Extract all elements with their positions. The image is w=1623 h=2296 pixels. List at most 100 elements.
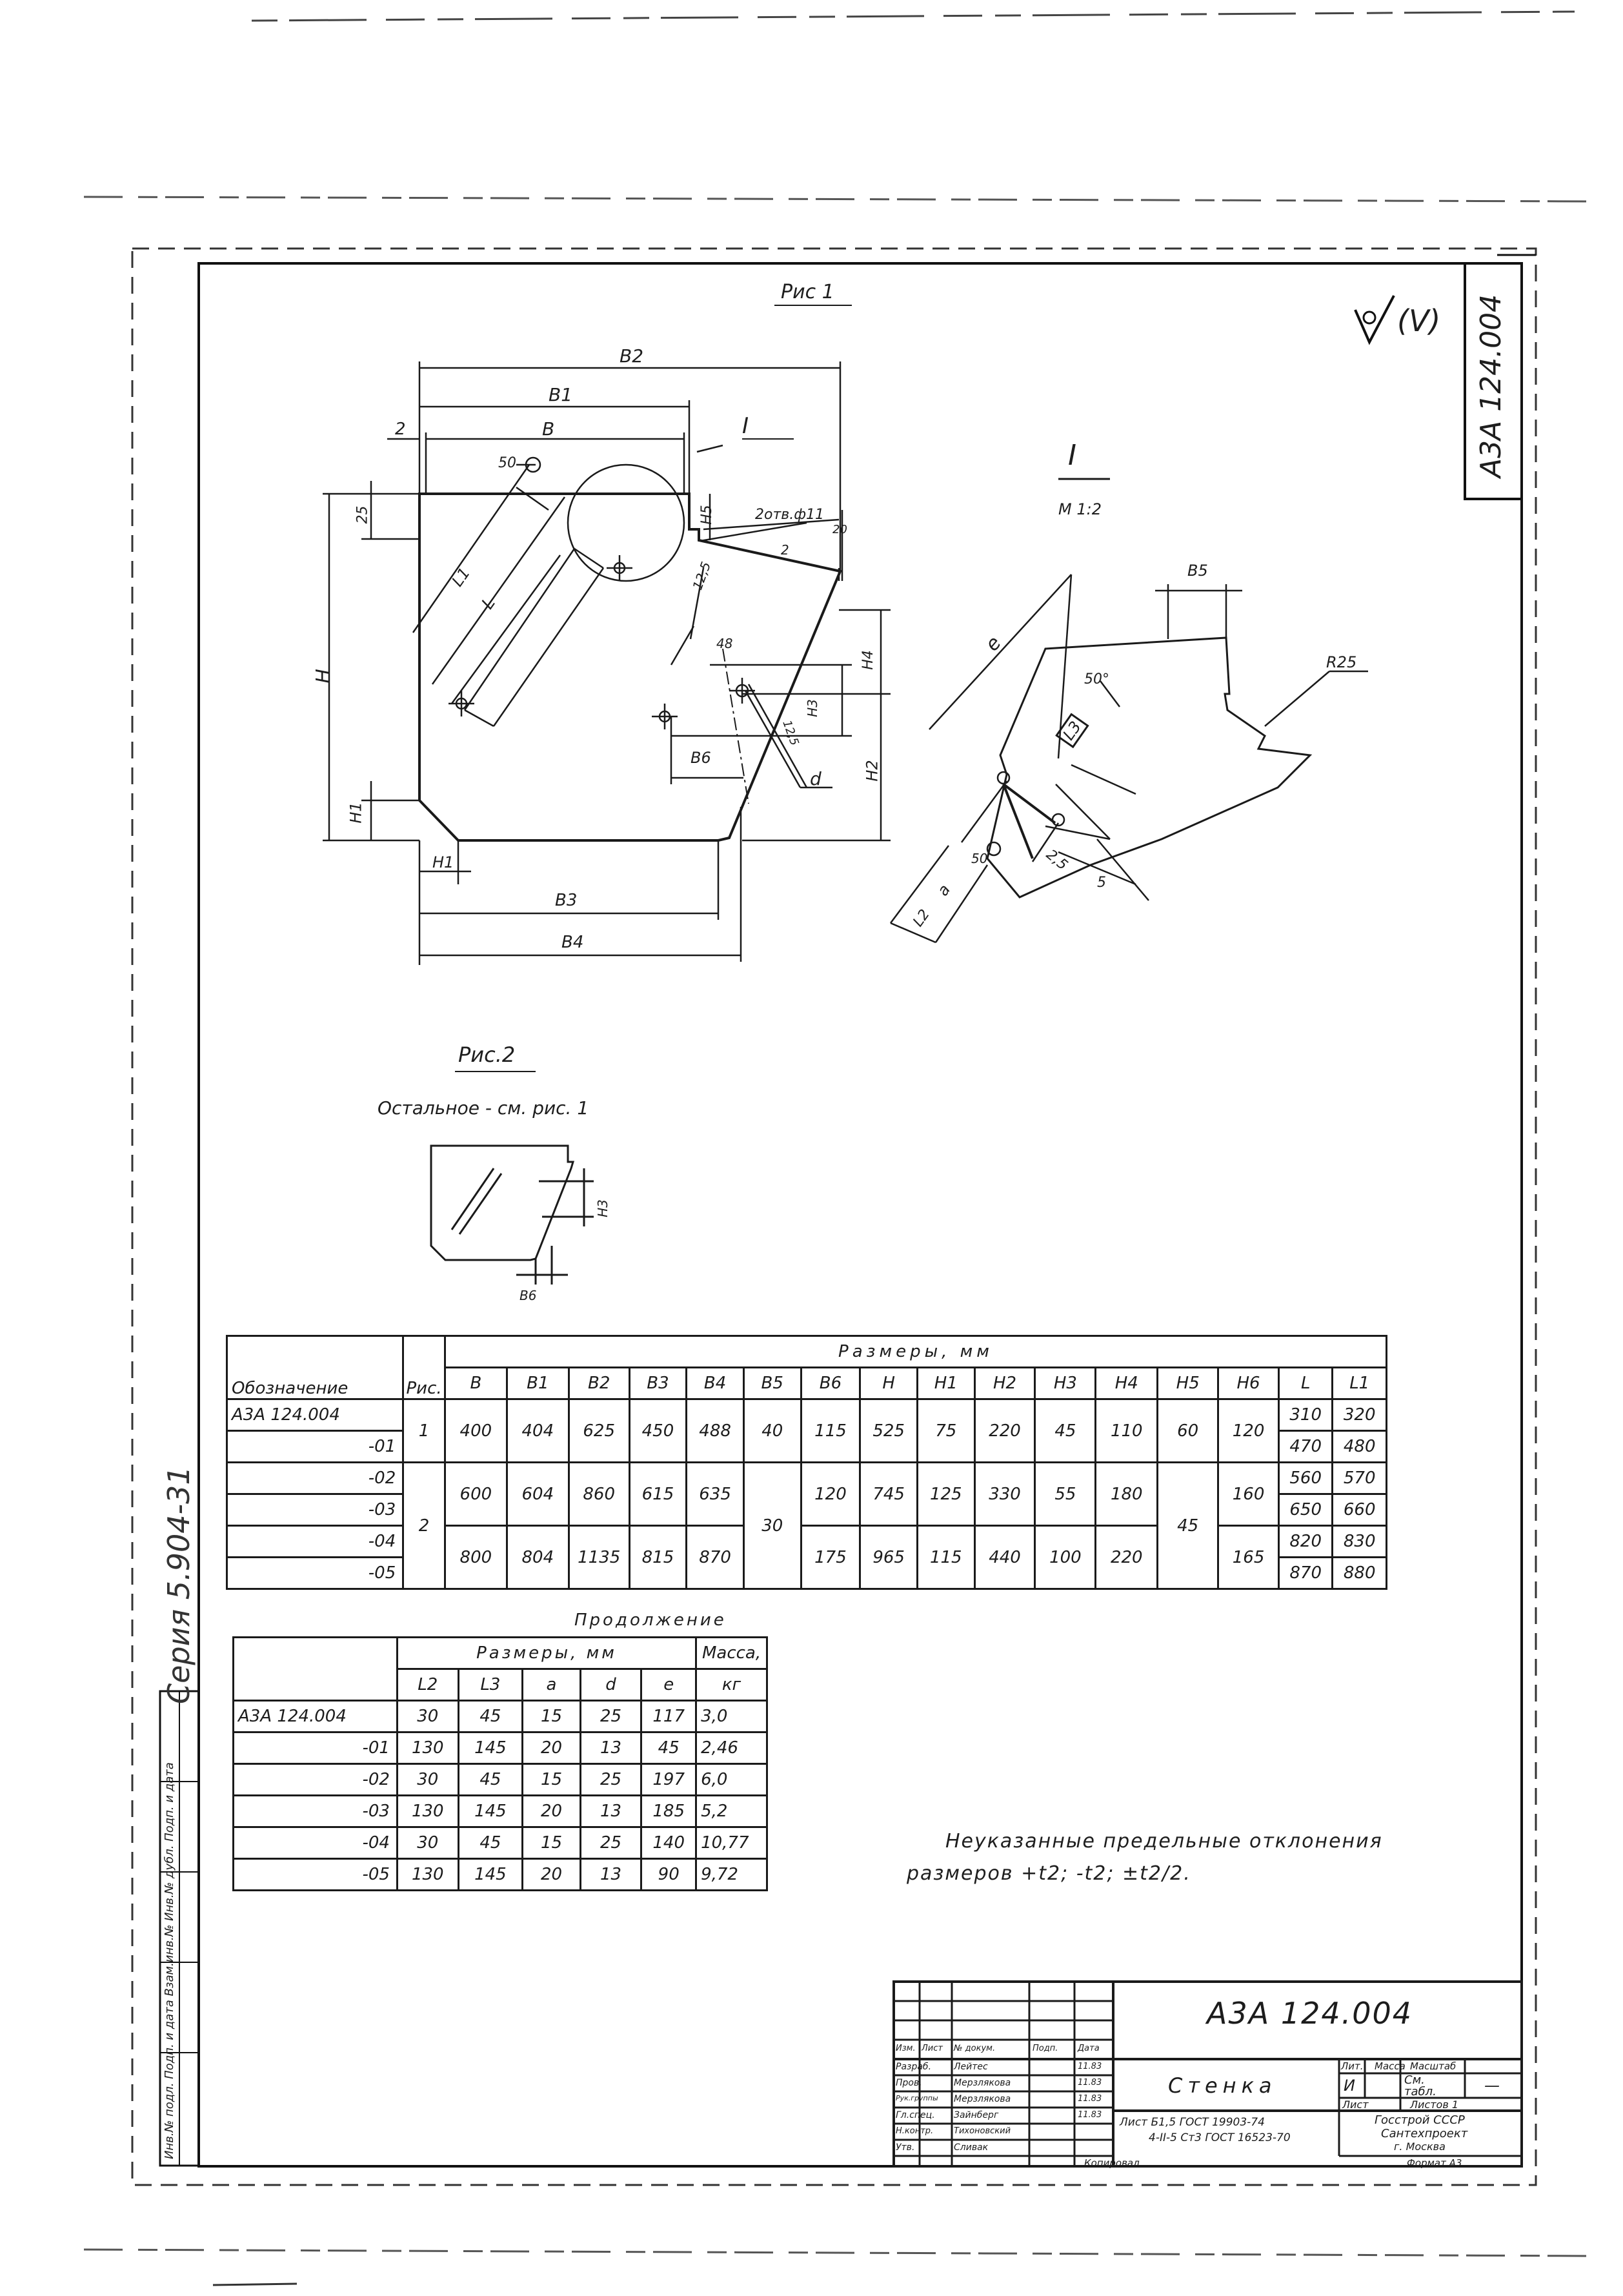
table-row: -01 470 480 <box>225 1430 1387 1463</box>
value-cell: 140 <box>640 1826 698 1860</box>
value-cell: 20 <box>521 1794 581 1828</box>
designation-cell: А3А 124.004 <box>232 1700 398 1733</box>
header-H6: H6 <box>1217 1366 1280 1400</box>
value-cell: 30 <box>396 1763 459 1796</box>
table-row: -02 30 45 15 25 197 6,0 <box>232 1763 768 1796</box>
table-row: -01 130 145 20 13 45 2,46 <box>232 1731 768 1765</box>
value-cell: 635 <box>685 1461 745 1527</box>
table-row: А3А 124.004 30 45 15 25 117 3,0 <box>232 1700 768 1733</box>
header-H: H <box>859 1366 918 1400</box>
value-cell: 120 <box>800 1461 862 1527</box>
value-cell: 870 <box>1277 1556 1334 1590</box>
label-25: 25 <box>354 505 371 524</box>
tolerance-note-line1: Неуказанные предельные отклонения <box>945 1830 1383 1853</box>
value-cell: 13 <box>579 1858 643 1891</box>
value-cell: 880 <box>1331 1556 1387 1590</box>
designation-cell: -02 <box>232 1763 398 1796</box>
header-B6: B6 <box>800 1366 862 1400</box>
scan-border-line <box>83 196 1595 203</box>
value-cell: 30 <box>396 1826 459 1860</box>
value-cell: 745 <box>859 1461 918 1527</box>
value-cell: 125 <box>916 1461 976 1527</box>
value-cell: 3,0 <box>695 1700 768 1733</box>
tb-row0-col2: № докум. <box>954 2044 996 2053</box>
header-mass-unit: кг <box>695 1668 768 1702</box>
figure1-title: Рис 1 <box>781 281 834 303</box>
label-d: d <box>810 768 822 789</box>
value-cell: 180 <box>1094 1461 1159 1527</box>
figure2-title: Рис.2 <box>458 1042 516 1067</box>
designation-cell: -05 <box>232 1858 398 1891</box>
header-dimensions-group: Размеры, мм <box>443 1335 1388 1368</box>
header-L3: L3 <box>457 1668 524 1702</box>
label-H4: H4 <box>860 650 876 670</box>
value-cell: 13 <box>579 1731 643 1765</box>
label-H5: H5 <box>698 505 715 525</box>
label-detail-I: I <box>742 413 749 439</box>
label-hole: 50 <box>498 455 516 471</box>
figure2-label-B6: B6 <box>519 1288 537 1303</box>
header-B4: B4 <box>685 1366 745 1400</box>
header-B1: B1 <box>505 1366 570 1400</box>
value-cell: 130 <box>396 1858 459 1891</box>
inner-frame <box>197 262 1523 2168</box>
value-cell: 220 <box>1094 1525 1159 1590</box>
header-d: d <box>579 1668 643 1702</box>
corner-stamp-box <box>1464 262 1523 500</box>
value-cell: 404 <box>505 1398 570 1463</box>
title-block-format: Формат А3 <box>1407 2157 1462 2169</box>
value-cell: 145 <box>457 1858 524 1891</box>
title-block-sheets: Листов 1 <box>1410 2098 1459 2111</box>
label-B1: B1 <box>549 384 573 405</box>
tb-date: 11.83 <box>1078 2094 1102 2104</box>
label-B3: B3 <box>555 891 578 910</box>
value-cell: 30 <box>396 1700 459 1733</box>
tb-person: Лейтес <box>954 2062 988 2072</box>
table2-header-group: Размеры, мм <box>396 1636 698 1670</box>
value-cell: 320 <box>1331 1398 1387 1432</box>
table-header-row: B B1 B2 B3 B4 B5 B6 H H1 H2 H3 H4 H5 H6 … <box>227 1366 1387 1400</box>
table2-header-mass: Масса, <box>695 1636 768 1670</box>
tb-date: 11.83 <box>1078 2062 1102 2071</box>
header-L2: L2 <box>396 1668 459 1702</box>
value-cell: 197 <box>640 1763 698 1796</box>
value-cell: 30 <box>742 1461 802 1590</box>
header-a: a <box>521 1668 581 1702</box>
value-cell: 15 <box>521 1826 581 1860</box>
header-H1: H1 <box>916 1366 976 1400</box>
title-block-org-1: Госстрой СССР <box>1375 2113 1465 2127</box>
tb-date: 11.83 <box>1078 2078 1102 2088</box>
title-block-org-3: г. Москва <box>1394 2140 1446 2153</box>
value-cell: 20 <box>521 1731 581 1765</box>
value-cell: 6,0 <box>695 1763 768 1796</box>
label-H: H <box>312 669 335 684</box>
table2-header-empty <box>232 1636 398 1702</box>
value-cell: 130 <box>396 1731 459 1765</box>
label-2: 2 <box>781 542 789 558</box>
header-B: B <box>443 1366 508 1400</box>
value-cell: 20 <box>521 1858 581 1891</box>
tb-role: Гл.спец. <box>896 2110 935 2120</box>
value-cell: 117 <box>640 1700 698 1733</box>
value-cell: 45 <box>1034 1398 1097 1463</box>
detail-label-hole: 50 <box>971 851 988 866</box>
detail-outline <box>986 636 1313 899</box>
designation-cell: -04 <box>232 1826 398 1860</box>
label-H3: H3 <box>804 699 820 717</box>
value-cell: 488 <box>685 1398 745 1463</box>
value-cell: 25 <box>579 1763 643 1796</box>
continuation-table: Размеры, мм Масса, L2 L3 a d e кг А3А 12… <box>232 1636 768 1891</box>
header-H3: H3 <box>1034 1366 1097 1400</box>
designation-cell: -03 <box>225 1493 405 1527</box>
value-cell: 800 <box>443 1525 508 1590</box>
scan-border-line <box>83 2248 1595 2257</box>
value-cell: 45 <box>457 1700 524 1733</box>
tb-person: Тихоновский <box>954 2126 1011 2136</box>
header-B3: B3 <box>628 1366 688 1400</box>
value-cell: 2,46 <box>695 1731 768 1765</box>
value-cell: 860 <box>567 1461 630 1527</box>
value-cell: 570 <box>1331 1461 1387 1495</box>
value-cell: 60 <box>1156 1398 1220 1463</box>
title-block-code: А3А 124.004 <box>1207 1996 1413 2031</box>
